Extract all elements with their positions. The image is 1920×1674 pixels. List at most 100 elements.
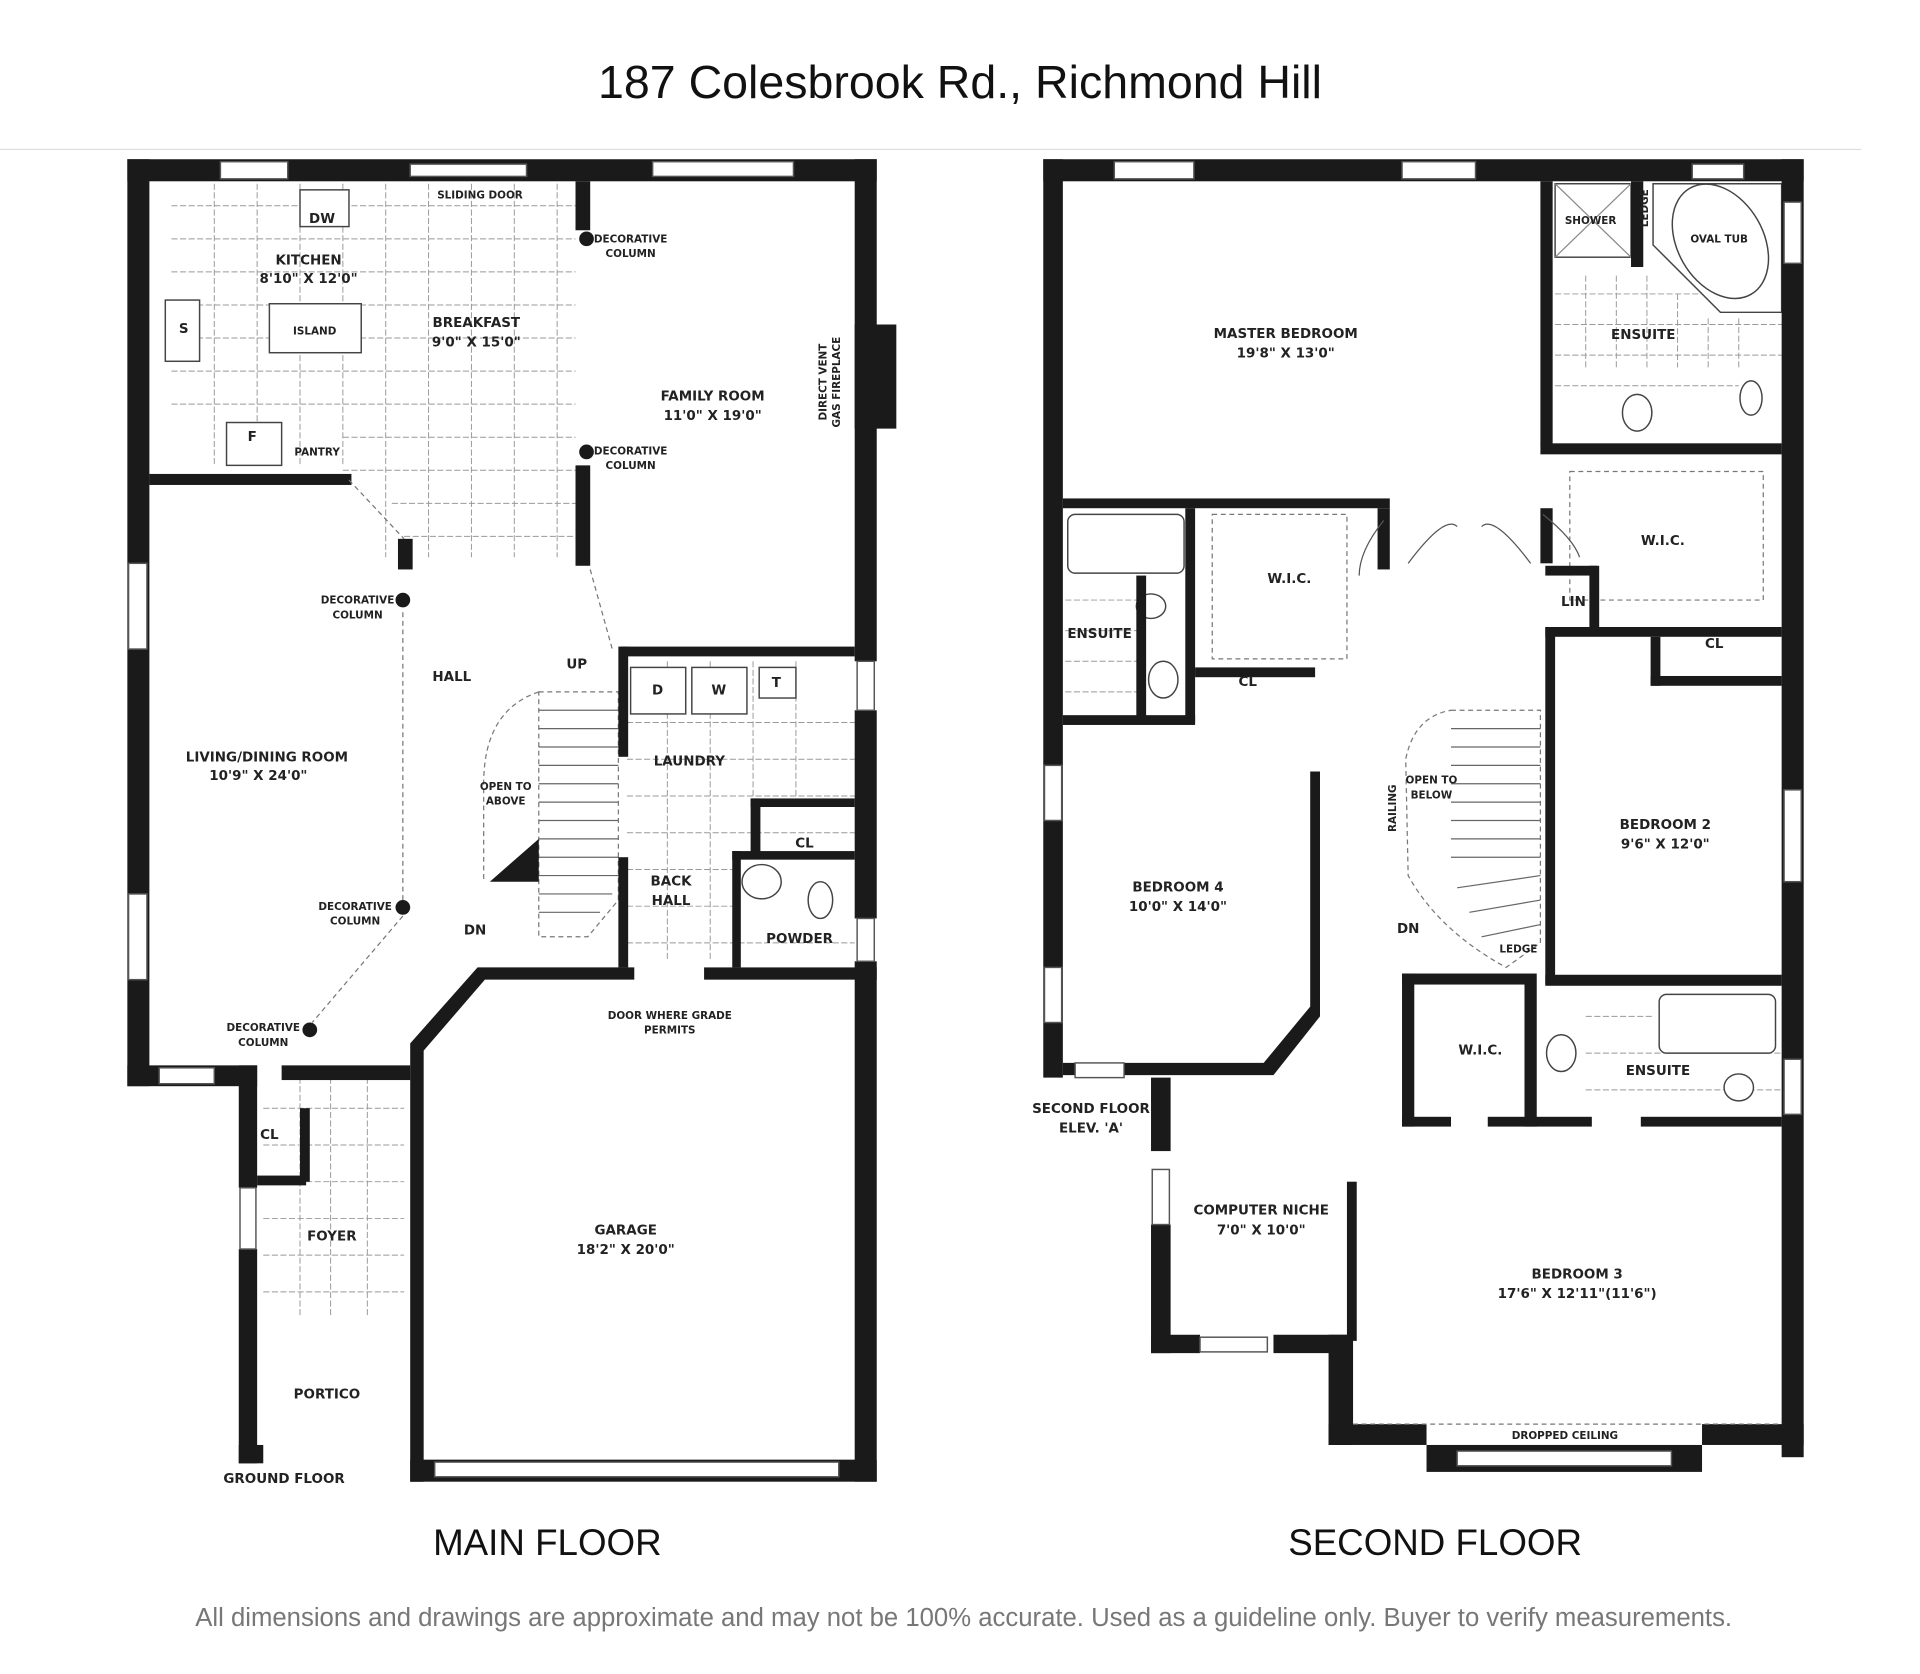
main-floor-walls bbox=[127, 159, 897, 1482]
oval-tub bbox=[1671, 183, 1770, 300]
label-pantry: PANTRY bbox=[294, 447, 340, 459]
label-hall: HALL bbox=[432, 670, 471, 685]
decorative-column bbox=[302, 1022, 318, 1038]
window bbox=[219, 160, 289, 180]
label-open-to-above: OPEN TO bbox=[480, 781, 532, 793]
main-stairs bbox=[483, 691, 619, 938]
window bbox=[1456, 1450, 1673, 1467]
label-computer-niche: COMPUTER NICHE bbox=[1193, 1204, 1328, 1219]
wic-shelf bbox=[1211, 513, 1348, 660]
label-bedroom4-dim: 10'0" X 14'0" bbox=[1129, 900, 1227, 915]
label-cl: CL bbox=[1705, 637, 1724, 652]
sink bbox=[1147, 660, 1179, 699]
label-open-to-below: OPEN TO bbox=[1406, 775, 1458, 787]
window bbox=[1043, 966, 1063, 1024]
label-oval-tub: OVAL TUB bbox=[1690, 234, 1748, 246]
label-dec-column: COLUMN bbox=[238, 1037, 288, 1049]
label-dropped-ceiling: DROPPED CEILING bbox=[1512, 1430, 1618, 1442]
label-fridge: F bbox=[248, 430, 257, 445]
label-bedroom2: BEDROOM 2 bbox=[1620, 818, 1711, 833]
window bbox=[127, 562, 148, 650]
window bbox=[1199, 1336, 1269, 1353]
second-floor-caption: SECOND FLOOR bbox=[1288, 1522, 1582, 1563]
label-open-to-above: ABOVE bbox=[486, 796, 526, 808]
bathtub bbox=[1067, 513, 1185, 574]
label-garage: GARAGE bbox=[594, 1223, 656, 1238]
laundry-tile-grid bbox=[263, 661, 855, 1317]
decorative-column bbox=[395, 900, 411, 915]
label-dec-column: DECORATIVE bbox=[594, 445, 668, 457]
decorative-column bbox=[395, 592, 411, 608]
label-dryer: D bbox=[652, 683, 663, 698]
label-dec-column: COLUMN bbox=[330, 916, 380, 928]
window bbox=[1401, 160, 1477, 180]
label-sliding-door: SLIDING DOOR bbox=[437, 189, 523, 201]
label-bedroom3-dim: 17'6" X 12'11"(11'6") bbox=[1498, 1287, 1657, 1302]
label-family-room-dim: 11'0" X 19'0" bbox=[664, 409, 762, 424]
label-cl: CL bbox=[1239, 675, 1258, 690]
label-railing: RAILING bbox=[1387, 784, 1399, 832]
label-dn: DN bbox=[464, 923, 486, 938]
label-dn: DN bbox=[1397, 922, 1419, 937]
window bbox=[651, 160, 795, 178]
label-breakfast: BREAKFAST bbox=[433, 316, 521, 331]
window bbox=[1783, 1058, 1802, 1116]
label-door-grade: PERMITS bbox=[644, 1025, 696, 1037]
disclaimer: All dimensions and drawings are approxim… bbox=[195, 1604, 1732, 1632]
label-dec-column: DECORATIVE bbox=[227, 1022, 301, 1034]
window bbox=[1151, 1168, 1171, 1226]
label-ground-floor: GROUND FLOOR bbox=[223, 1472, 345, 1487]
label-kitchen: KITCHEN bbox=[275, 254, 341, 269]
island bbox=[268, 302, 362, 354]
label-door-grade: DOOR WHERE GRADE bbox=[608, 1010, 732, 1022]
bathtub bbox=[1658, 993, 1777, 1054]
label-dec-column: DECORATIVE bbox=[318, 901, 392, 913]
page-title: 187 Colesbrook Rd., Richmond Hill bbox=[598, 56, 1322, 108]
decorative-column bbox=[579, 231, 594, 247]
label-bedroom2-dim: 9'6" X 12'0" bbox=[1621, 838, 1710, 853]
garage-door bbox=[433, 1461, 840, 1478]
label-tub: T bbox=[772, 676, 782, 691]
second-floor-labels: MASTER BEDROOM 19'8" X 13'0" SHOWER LEDG… bbox=[1032, 189, 1748, 1442]
label-washer: W bbox=[711, 683, 726, 698]
label-elev: ELEV. 'A' bbox=[1059, 1122, 1123, 1137]
label-fireplace: GAS FIREPLACE bbox=[831, 337, 843, 428]
main-floor-labels: SLIDING DOOR DW KITCHEN 8'10" X 12'0" S … bbox=[179, 189, 843, 1486]
powder-sink bbox=[741, 863, 782, 900]
label-dec-column: COLUMN bbox=[606, 248, 656, 260]
label-powder: POWDER bbox=[766, 932, 833, 947]
sliding-door bbox=[409, 163, 528, 178]
label-ensuite: ENSUITE bbox=[1067, 627, 1131, 642]
sink bbox=[164, 299, 201, 363]
window bbox=[856, 917, 876, 963]
label-ledge: LEDGE bbox=[1639, 189, 1651, 227]
laundry-tub bbox=[758, 666, 797, 699]
label-ledge: LEDGE bbox=[1499, 944, 1537, 956]
label-foyer: FOYER bbox=[307, 1229, 357, 1244]
second-stairs bbox=[1405, 709, 1542, 969]
label-dec-column: COLUMN bbox=[332, 609, 382, 621]
ensuite-sink bbox=[1621, 393, 1653, 432]
label-wic: W.I.C. bbox=[1458, 1043, 1502, 1058]
window bbox=[1783, 789, 1802, 883]
label-fireplace: DIRECT VENT bbox=[818, 343, 830, 421]
window bbox=[1113, 160, 1195, 180]
fridge bbox=[225, 421, 283, 467]
window bbox=[856, 660, 876, 711]
window bbox=[239, 1187, 257, 1250]
powder-toilet bbox=[807, 880, 834, 920]
wic-shelf bbox=[1569, 470, 1764, 601]
label-cl: CL bbox=[795, 836, 814, 851]
label-dw: DW bbox=[309, 212, 335, 227]
dishwasher bbox=[299, 189, 350, 228]
washer bbox=[691, 666, 748, 715]
label-computer-niche-dim: 7'0" X 10'0" bbox=[1217, 1223, 1306, 1238]
label-portico: PORTICO bbox=[294, 1387, 361, 1402]
label-cl: CL bbox=[260, 1128, 279, 1143]
window bbox=[1074, 1062, 1125, 1079]
ensuite-toilet bbox=[1739, 380, 1763, 416]
label-ensuite: ENSUITE bbox=[1611, 328, 1675, 343]
sink bbox=[1545, 1034, 1577, 1073]
label-bedroom3: BEDROOM 3 bbox=[1532, 1267, 1623, 1282]
dryer bbox=[629, 666, 687, 715]
